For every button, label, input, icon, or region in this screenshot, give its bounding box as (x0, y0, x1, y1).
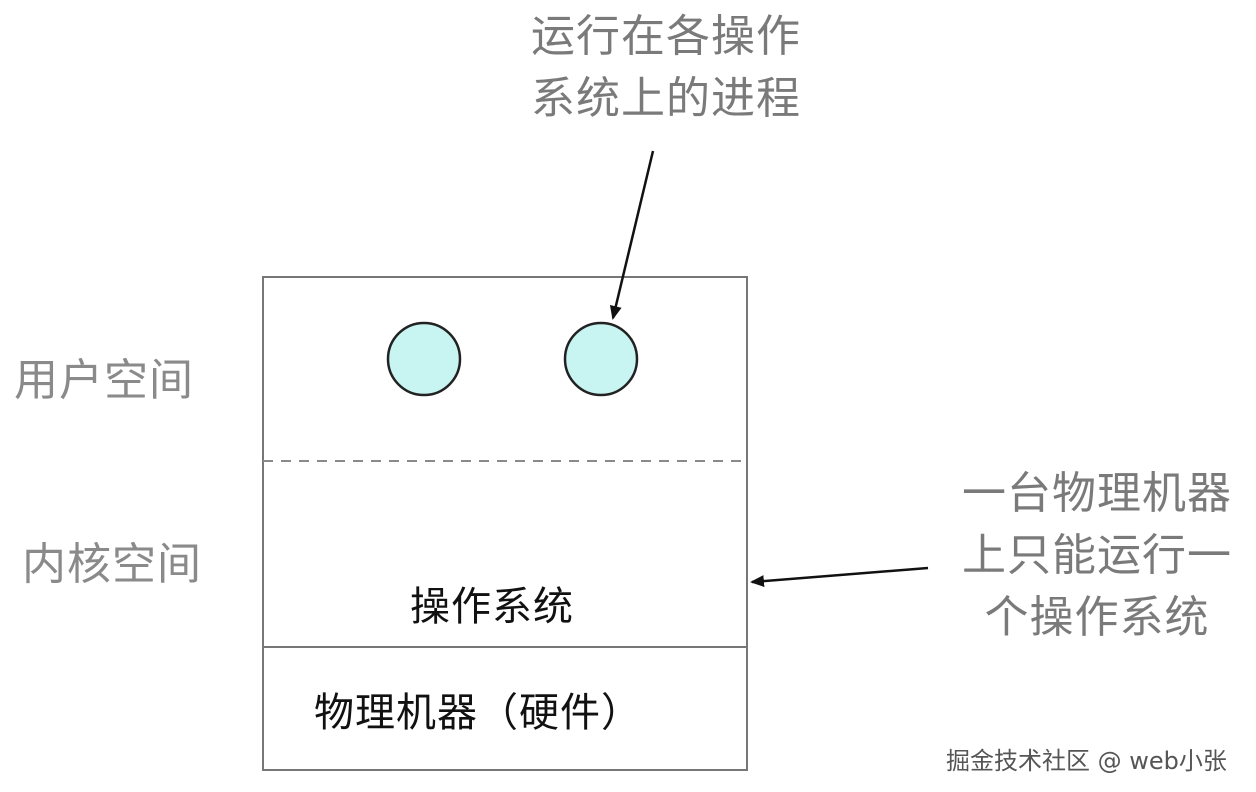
process-circle-2 (563, 321, 639, 397)
single-os-callout-line-1: 一台物理机器 (962, 468, 1232, 519)
process-callout-arrow (609, 150, 655, 320)
process-callout: 运行在各操作 系统上的进程 (531, 6, 801, 130)
single-os-callout: 一台物理机器 上只能运行一 个操作系统 (952, 463, 1242, 649)
user-space-label: 用户空间 (14, 355, 194, 406)
watermark-text: 掘金技术社区 @ web小张 (946, 747, 1227, 775)
os-callout-arrow (750, 566, 929, 588)
process-callout-line-2: 系统上的进程 (531, 73, 801, 124)
system-box (262, 276, 748, 771)
kernel-space-label: 内核空间 (22, 539, 202, 590)
operating-system-label: 操作系统 (410, 584, 574, 630)
process-callout-line-1: 运行在各操作 (531, 11, 801, 62)
physical-machine-label: 物理机器（硬件） (314, 690, 642, 736)
process-circle-1 (386, 321, 462, 397)
single-os-callout-line-2: 上只能运行一 (962, 530, 1232, 581)
single-os-callout-line-3: 个操作系统 (984, 592, 1210, 643)
